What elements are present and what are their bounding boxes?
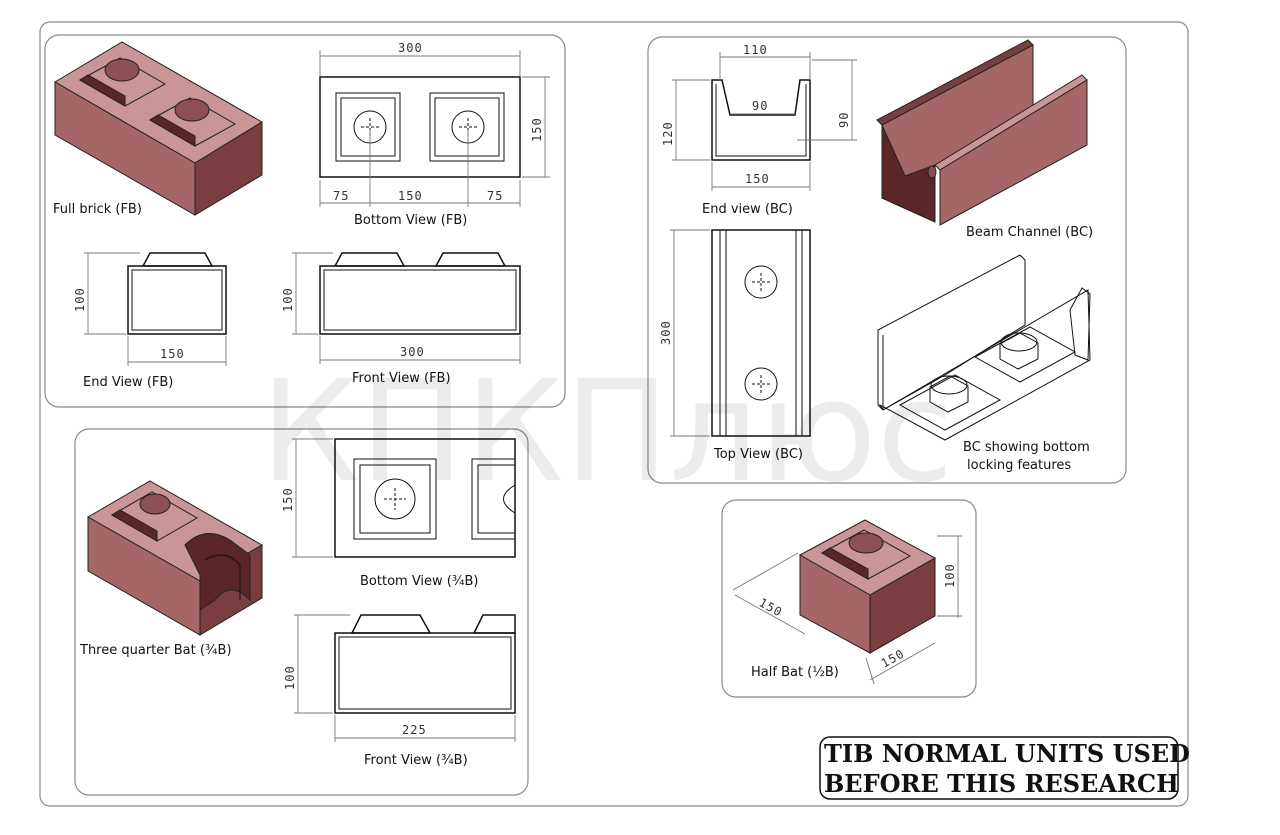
half-bat-3d xyxy=(798,519,937,654)
title-line-2: BEFORE THIS RESEARCH xyxy=(824,769,1179,798)
dim-fb-end-height: 100 xyxy=(73,287,87,312)
dim-bc-inner-depth: 90 xyxy=(837,112,851,128)
three-quarter-bat-3d xyxy=(86,480,264,636)
dim-tqb-front-height: 100 xyxy=(283,665,297,690)
top-view-bc xyxy=(711,229,811,437)
dim-tqb-front-length: 225 xyxy=(402,723,427,737)
dim-bc-base-width: 150 xyxy=(745,172,770,186)
dim-hb-height: 100 xyxy=(943,563,957,588)
dim-bc-height: 120 xyxy=(661,121,675,146)
beam-channel-3d xyxy=(876,39,1088,226)
dim-fb-front-height: 100 xyxy=(281,287,295,312)
panel-three-quarter-bat xyxy=(74,428,529,796)
label-top-view-bc: Top View (BC) xyxy=(713,447,803,462)
dim-fb-front-length: 300 xyxy=(400,345,425,359)
dim-tqb-bottom-width: 150 xyxy=(281,487,295,512)
label-end-view-fb: End View (FB) xyxy=(83,375,173,390)
dim-fb-end-width: 150 xyxy=(160,347,185,361)
title-line-1: TIB NORMAL UNITS USED xyxy=(824,739,1190,768)
dim-bc-inner-width: 90 xyxy=(752,99,768,113)
panel-beam-channel xyxy=(647,36,1127,484)
label-three-quarter-bat: Three quarter Bat (¾B) xyxy=(79,643,232,658)
dim-fb-bottom-seg3: 75 xyxy=(487,189,503,203)
front-view-fb xyxy=(319,252,521,335)
label-half-bat: Half Bat (½B) xyxy=(751,665,839,680)
dim-hb-depth: 150 xyxy=(757,595,785,619)
bc-bottom-locking-3d xyxy=(877,254,1091,441)
full-brick-3d xyxy=(54,41,263,216)
dim-fb-bottom-width: 150 xyxy=(530,117,544,142)
dim-bc-top-width: 110 xyxy=(743,43,768,57)
dim-fb-bottom-seg1: 75 xyxy=(333,189,349,203)
sheet-border xyxy=(39,21,1189,807)
label-bc-locking-1: BC showing bottom xyxy=(963,440,1090,455)
label-end-view-bc: End view (BC) xyxy=(702,202,793,217)
label-front-view-fb: Front View (FB) xyxy=(352,371,451,386)
end-view-fb xyxy=(127,252,227,335)
label-bottom-view-tqb: Bottom View (¾B) xyxy=(360,574,478,589)
panel-half-bat xyxy=(721,499,977,698)
label-beam-channel: Beam Channel (BC) xyxy=(966,225,1093,240)
label-bc-locking-2: locking features xyxy=(967,458,1071,473)
watermark-text: КПКПлюс xyxy=(260,351,954,514)
end-view-bc xyxy=(711,79,811,161)
bottom-view-tqb xyxy=(334,438,516,558)
front-view-tqb xyxy=(334,614,516,714)
bottom-view-fb xyxy=(319,76,521,178)
dim-fb-bottom-seg2: 150 xyxy=(398,189,423,203)
label-front-view-tqb: Front View (¾B) xyxy=(364,753,468,768)
dim-fb-bottom-length: 300 xyxy=(398,41,423,55)
label-bottom-view-fb: Bottom View (FB) xyxy=(354,213,467,228)
title-box xyxy=(819,736,1179,800)
panel-full-brick xyxy=(44,34,566,408)
dim-bc-length: 300 xyxy=(659,320,673,345)
label-full-brick: Full brick (FB) xyxy=(53,202,142,217)
